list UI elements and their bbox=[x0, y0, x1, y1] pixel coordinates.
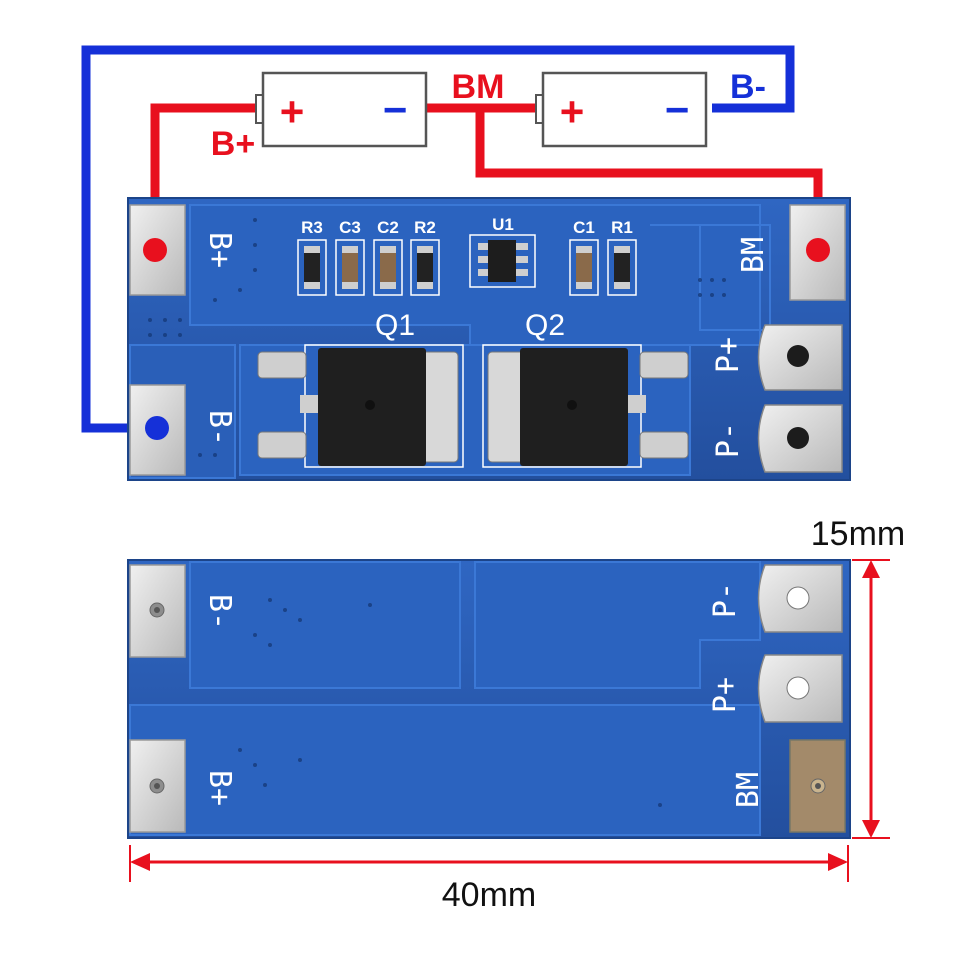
smd-c1 bbox=[569, 239, 599, 296]
dimension-height-label: 15mm bbox=[811, 515, 905, 553]
bottom-pad-p-plus bbox=[757, 654, 843, 723]
dot-b-minus bbox=[145, 416, 169, 440]
silk-q1: Q1 bbox=[375, 309, 415, 342]
mosfet-q2 bbox=[482, 344, 689, 468]
top-board: B+ B- BM P+ P- R3 C3 C2 R2 U1 C1 R1 bbox=[127, 197, 851, 481]
bottom-silk-b-minus: B- bbox=[202, 594, 237, 630]
smd-c2 bbox=[373, 239, 403, 296]
cell1-plus-label: + bbox=[280, 88, 305, 135]
dimension-height bbox=[852, 559, 890, 839]
bottom-pad-b-minus bbox=[129, 564, 186, 658]
top-silk-p-minus: P- bbox=[711, 422, 746, 458]
bottom-silk-bm: BM bbox=[731, 772, 766, 808]
mosfet-q1 bbox=[257, 344, 464, 468]
wire-label-bm: BM bbox=[452, 68, 505, 106]
dot-bm bbox=[806, 238, 830, 262]
bottom-board: B- B+ BM P- P+ bbox=[127, 559, 851, 839]
battery-cell-1: + − bbox=[255, 71, 428, 148]
bottom-pad-bm bbox=[789, 739, 846, 833]
dimension-width-label: 40mm bbox=[442, 876, 536, 914]
smd-r2 bbox=[410, 239, 440, 296]
top-silk-bm: BM bbox=[736, 237, 771, 273]
silk-u1: U1 bbox=[492, 215, 514, 234]
silk-q2: Q2 bbox=[525, 309, 565, 342]
wire-b-minus bbox=[81, 45, 795, 433]
smd-r1 bbox=[607, 239, 637, 296]
cell2-minus-label: − bbox=[665, 86, 690, 133]
bottom-silk-p-minus: P- bbox=[708, 582, 743, 618]
top-pad-b-minus bbox=[129, 384, 186, 476]
silk-r2: R2 bbox=[414, 218, 436, 237]
cell1-minus-label: − bbox=[383, 86, 408, 133]
silk-c2: C2 bbox=[377, 218, 399, 237]
top-pad-p-plus bbox=[757, 324, 843, 391]
top-silk-p-plus: P+ bbox=[711, 337, 746, 373]
top-pad-p-minus bbox=[757, 404, 843, 473]
silk-r1: R1 bbox=[611, 218, 633, 237]
silk-c3: C3 bbox=[339, 218, 361, 237]
bottom-silk-b-plus: B+ bbox=[202, 770, 237, 806]
dot-b-plus bbox=[143, 238, 167, 262]
battery-cell-2: + − bbox=[535, 71, 708, 148]
bottom-pad-p-minus bbox=[757, 564, 843, 633]
wire-label-b-plus: B+ bbox=[211, 125, 255, 163]
bottom-silk-p-plus: P+ bbox=[708, 677, 743, 713]
dimension-width bbox=[129, 845, 849, 882]
silk-c1: C1 bbox=[573, 218, 595, 237]
ic-u1 bbox=[469, 234, 536, 288]
top-silk-b-minus: B- bbox=[202, 410, 237, 446]
smd-r3 bbox=[297, 239, 327, 296]
smd-c3 bbox=[335, 239, 365, 296]
bottom-pad-b-plus bbox=[129, 739, 186, 833]
wire-label-b-minus: B- bbox=[730, 68, 766, 106]
silk-r3: R3 bbox=[301, 218, 323, 237]
top-silk-b-plus: B+ bbox=[202, 232, 237, 268]
cell2-plus-label: + bbox=[560, 88, 585, 135]
